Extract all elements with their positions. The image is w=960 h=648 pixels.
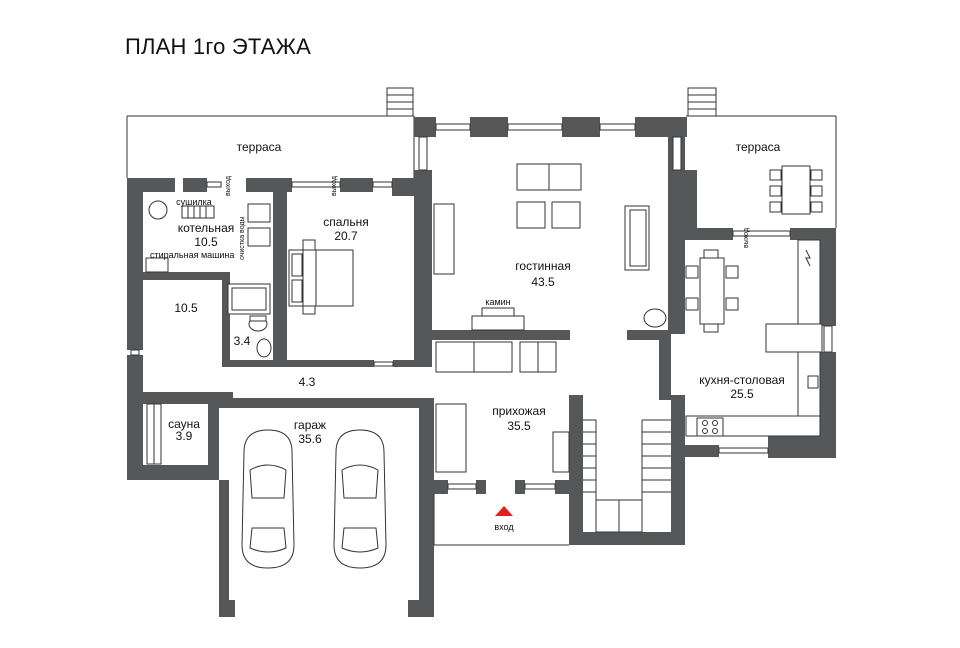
living-label: гостинная (515, 259, 570, 273)
entry-hall-label: прихожая (492, 404, 545, 418)
boiler-label: котельная (178, 221, 234, 235)
walls (127, 117, 836, 617)
garage-area: 35.6 (298, 432, 322, 446)
corridor-area: 4.3 (299, 375, 316, 389)
living-area: 43.5 (531, 275, 555, 289)
kitchen-area: 25.5 (730, 387, 754, 401)
car-left (241, 429, 295, 569)
washer-label: стиральная машина (150, 250, 234, 260)
sauna-label: сауна (168, 417, 200, 431)
windows (130, 123, 833, 490)
staircase (583, 419, 671, 533)
garage-label: гараж (294, 418, 326, 432)
terrace-right-label: терраса (736, 140, 781, 154)
exit-label-3: выход (743, 228, 750, 248)
hall-left-area: 10.5 (174, 301, 198, 315)
bathroom-area: 3.4 (234, 334, 251, 348)
sauna-bench (146, 403, 162, 465)
boiler-furniture (145, 200, 271, 273)
entrance-steps (433, 494, 569, 546)
fireplace-label: камин (485, 297, 510, 307)
car-right (333, 429, 387, 569)
living-furniture (433, 163, 667, 331)
chimney-right (687, 87, 717, 117)
entrance-arrow-icon (495, 506, 513, 516)
entry-hall-area: 35.5 (507, 419, 531, 433)
kitchen-furniture (685, 239, 823, 437)
plan-title: ПЛАН 1го ЭТАЖА (125, 34, 312, 59)
exit-label-2: выход (331, 176, 338, 196)
water-treatment-label: очистка воды (239, 216, 246, 260)
sauna-area: 3.9 (176, 429, 193, 443)
bedroom-area: 20.7 (334, 229, 358, 243)
boiler-area: 10.5 (194, 235, 218, 249)
dryer-label: сушилка (176, 197, 212, 207)
bedroom-label: спальня (323, 215, 369, 229)
washer-label-line: стиральная машина (150, 250, 234, 260)
entrance-label: вход (494, 522, 514, 532)
lower-sofas (435, 341, 557, 373)
bedroom-bed (288, 239, 354, 315)
chimney-left (386, 87, 414, 117)
bathroom-fixtures (227, 283, 272, 358)
exit-label-1: выход (225, 176, 232, 196)
entry-furniture (435, 403, 570, 473)
terrace-left-label: терраса (237, 140, 282, 154)
kitchen-label: кухня-столовая (699, 373, 785, 387)
terrace-table (769, 165, 823, 215)
